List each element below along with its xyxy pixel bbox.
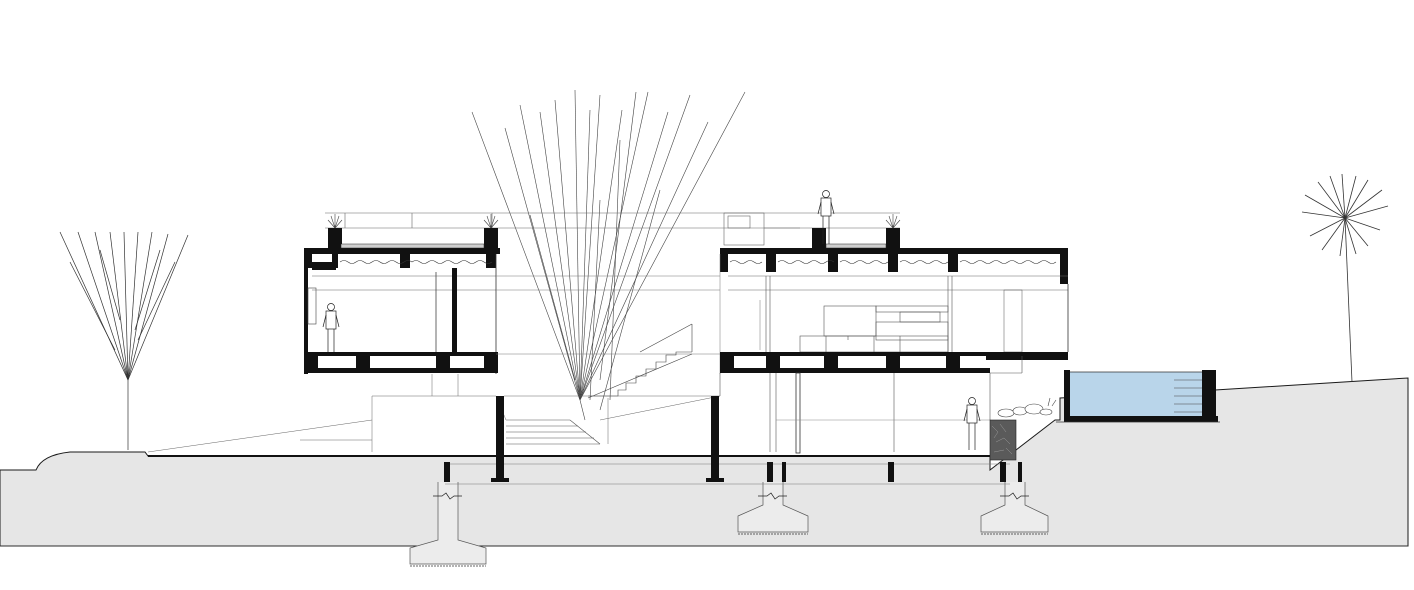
footings (409, 482, 1049, 567)
ground-floor-structure (491, 372, 1017, 482)
upper-floor-left (304, 254, 497, 374)
grade-beams (445, 463, 1010, 485)
upper-floor-right (728, 275, 1069, 354)
tree-center (471, 89, 746, 421)
foundation-piers (444, 462, 1022, 482)
tree-right (1301, 173, 1389, 383)
upper-floor-slab-left (304, 352, 498, 373)
stair-lower (506, 419, 601, 445)
roof-plants (327, 214, 901, 229)
upper-floor-slab-right (720, 352, 1068, 374)
scale-figure-roof (817, 190, 835, 244)
scale-figure-ground-floor (963, 397, 981, 450)
scale-figure-upper-floor (322, 303, 340, 352)
roof-slab-left (304, 228, 500, 270)
ramp-and-landscape (147, 374, 721, 453)
ground (0, 377, 1409, 547)
stair-upper (587, 323, 693, 399)
central-void (496, 254, 761, 374)
roof-parapet (325, 212, 900, 246)
rock-garden (997, 397, 1057, 418)
pool (1056, 370, 1220, 423)
tree-left (59, 231, 189, 450)
roof-slab-right (720, 228, 1068, 284)
